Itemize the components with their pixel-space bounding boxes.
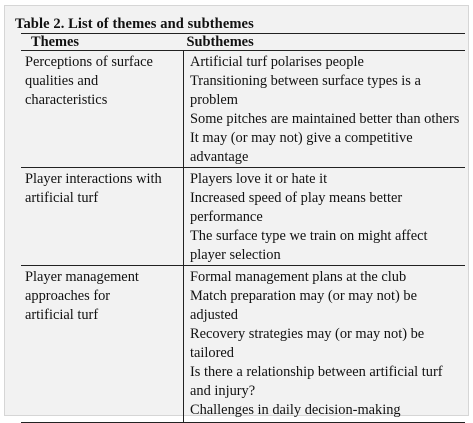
subthemes-cell: Players love it or hate it Increased spe… [183,167,465,266]
theme-cell: Player interactions with artificial turf [21,167,184,266]
header-subthemes: Subthemes [183,33,465,51]
subtheme-item: Increased speed of play means better per… [190,190,403,225]
subtheme-item: Match preparation may (or may not) be ad… [190,288,417,323]
table-row: Player interactions with artificial turf… [21,167,465,266]
subtheme-item: Challenges in daily decision-making [190,402,401,418]
theme-cell: Player management approaches for artific… [21,265,184,423]
subtheme-item: Formal management plans at the club [190,269,407,285]
subtheme-item: Transitioning between surface types is a… [190,73,421,108]
subtheme-item: Recovery strategies may (or may not) be … [190,326,425,361]
subtheme-item: The surface type we train on might affec… [190,228,428,263]
subtheme-item: Players love it or hate it [190,171,328,187]
table-panel: Table 2. List of themes and subthemes Th… [4,5,469,423]
subtheme-item: Artificial turf polarises people [190,54,364,70]
subthemes-cell: Formal management plans at the club Matc… [183,265,465,423]
subtheme-item: It may (or may not) give a competitive a… [190,130,413,165]
header-themes: Themes [21,33,184,51]
table-row: Player management approaches for artific… [21,265,465,423]
subtheme-item: Some pitches are maintained better than … [190,111,460,127]
subtheme-item: Is there a relationship between artifici… [190,364,443,399]
theme-cell: Perceptions of surface qualities and cha… [21,50,184,168]
table-row: Perceptions of surface qualities and cha… [21,50,465,168]
subthemes-cell: Artificial turf polarises people Transit… [183,50,465,168]
table-caption: Table 2. List of themes and subthemes [15,16,254,32]
table-header-row: Themes Subthemes [21,33,465,51]
themes-table: Themes Subthemes Perceptions of surface … [21,33,465,423]
